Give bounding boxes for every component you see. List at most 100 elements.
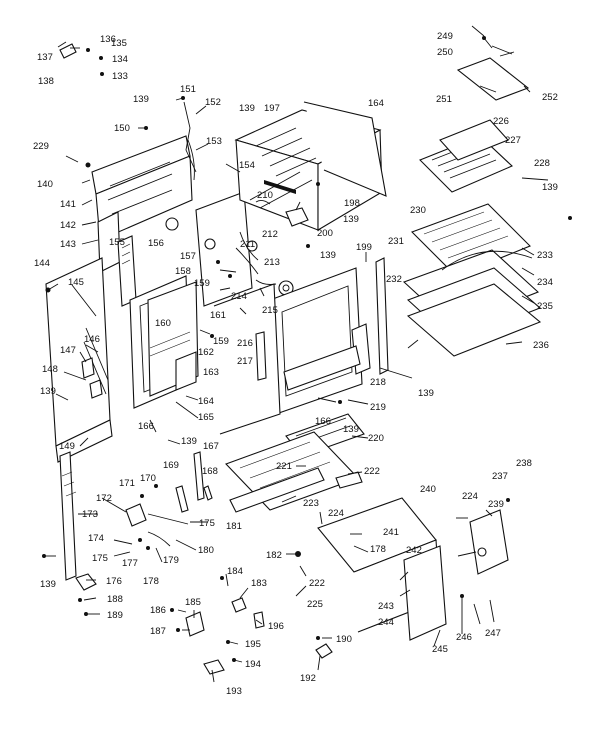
callout-183: 183 [251,578,267,589]
callout-222-top: 222 [364,466,380,477]
callout-185: 185 [185,597,201,608]
part-226 [439,119,509,161]
callout-211: 211 [240,239,255,250]
part-187 [176,628,180,632]
part-193 [203,659,225,675]
callout-244: 244 [378,617,394,628]
part-175 [147,513,189,525]
callout-159-b: 159 [213,336,229,347]
part-136 [86,48,90,52]
part-177 [146,546,150,550]
callout-169: 169 [163,460,179,471]
callout-190: 190 [336,634,352,645]
part-210 [255,199,271,205]
callout-154: 154 [239,160,255,171]
callout-151: 151 [180,84,196,95]
callout-163: 163 [203,367,219,378]
part-235 [406,283,542,357]
part-183 [231,597,247,613]
part-196 [253,611,265,629]
part-181 [229,467,325,513]
part-250 [483,37,513,55]
part-239b [477,547,487,557]
part-247 [473,599,495,625]
callout-148: 148 [42,364,58,375]
callout-240: 240 [420,484,436,495]
callout-166-right: 166 [315,416,331,427]
part-148 [89,379,103,399]
callout-195: 195 [245,639,261,650]
callout-251: 251 [436,94,452,105]
callout-164: 164 [198,396,214,407]
callout-139-door: 139 [40,386,56,397]
callout-188: 188 [107,594,123,605]
callout-157: 157 [180,251,196,262]
part-195 [226,640,230,644]
callout-140: 140 [37,179,53,190]
callout-181: 181 [226,521,242,532]
callout-214: 214 [231,291,247,302]
part-160 [210,334,214,338]
part-163 [175,351,197,391]
callout-165: 165 [198,412,214,423]
callout-226: 226 [493,116,509,127]
callout-241: 241 [383,527,399,538]
callout-137: 137 [37,52,53,63]
callout-216: 216 [237,338,253,349]
part-170 [154,484,158,488]
callout-175-right: 175 [199,518,215,529]
callout-161: 161 [210,310,226,321]
part-251 [456,57,530,101]
callout-177: 177 [122,558,138,569]
callout-197: 197 [264,103,280,114]
part-173 [59,451,77,581]
callout-238: 238 [516,458,532,469]
callout-139-right: 139 [418,388,434,399]
callout-198: 198 [344,198,360,209]
callout-139-box: 139 [343,214,359,225]
part-229 [568,216,572,220]
part-152 [183,101,197,173]
callout-166-left: 166 [138,421,154,432]
callout-156: 156 [148,238,164,249]
callout-175-left: 175 [92,553,108,564]
part-190 [316,636,320,640]
callout-245: 245 [432,644,448,655]
callout-243: 243 [378,601,394,612]
callout-143: 143 [60,239,76,250]
callout-228: 228 [534,158,550,169]
callout-139-cooktop: 139 [239,103,255,114]
leader-lines [46,25,549,683]
part-249 [482,36,486,40]
callout-218: 218 [370,377,386,388]
callout-252: 252 [542,92,558,103]
part-147 [81,357,95,379]
callout-215: 215 [262,305,278,316]
callout-184: 184 [227,566,243,577]
part-139-c [42,554,46,558]
callout-210: 210 [257,190,273,201]
part-172 [125,503,147,527]
callout-217: 217 [237,356,253,367]
part-176 [75,573,97,591]
callout-221: 221 [276,461,292,472]
callout-189: 189 [107,610,123,621]
callout-158: 158 [175,266,191,277]
callout-160: 160 [155,318,171,329]
callout-153: 153 [206,136,222,147]
callout-150: 150 [114,123,130,134]
part-212 [246,240,258,252]
callout-135: 135 [111,38,127,49]
callout-139-valve: 139 [181,436,197,447]
part-185 [185,611,205,637]
part-artwork [42,36,572,675]
part-188 [78,598,82,602]
callout-144: 144 [34,258,50,269]
callout-149: 149 [59,441,75,452]
callout-labels: 137 136 135 134 138 133 139 151 152 164 … [33,31,558,697]
callout-224-left: 224 [328,508,344,519]
callout-180: 180 [198,545,214,556]
callout-227: 227 [505,135,521,146]
callout-192: 192 [300,673,316,684]
